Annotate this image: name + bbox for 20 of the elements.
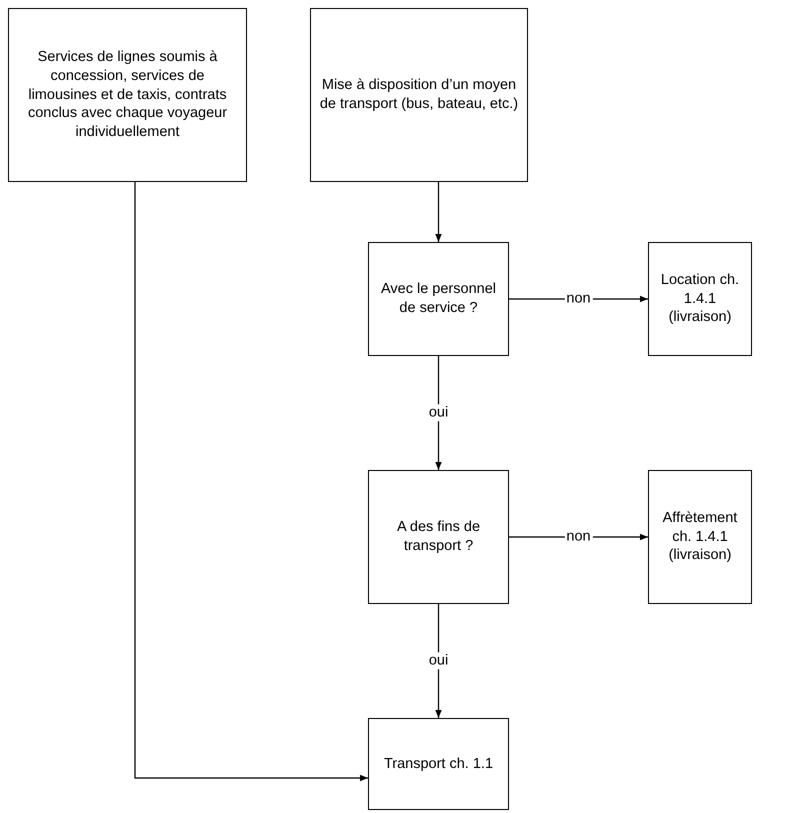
process-box bbox=[648, 470, 752, 604]
arrow bbox=[435, 182, 442, 242]
box-text: Mise à disposition d’un moyen de transport (bus, bateau, etc.) bbox=[318, 76, 520, 114]
box-text: Location ch. 1.4.1 (livraison) bbox=[660, 270, 740, 328]
process-box bbox=[648, 242, 752, 356]
process-box bbox=[368, 242, 509, 356]
process-box bbox=[368, 718, 509, 810]
process-box bbox=[8, 8, 247, 182]
arrow bbox=[435, 356, 442, 470]
box-text: Avec le personnel de service ? bbox=[380, 280, 497, 318]
edge-label: oui bbox=[426, 404, 450, 422]
box-text: Transport ch. 1.1 bbox=[384, 754, 494, 774]
process-box bbox=[310, 8, 528, 182]
process-box bbox=[368, 470, 509, 604]
edge-label: oui bbox=[426, 652, 450, 670]
box-text: Services de lignes soumis à concession, services de limousines et de taxis, contrats conclus avec chaque voyageur individuellement bbox=[26, 48, 228, 142]
arrow bbox=[435, 604, 442, 718]
box-text: Affrètement ch. 1.4.1 (livraison) bbox=[662, 508, 738, 566]
arrow bbox=[134, 182, 368, 782]
box-text: A des fins de transport ? bbox=[396, 518, 482, 556]
